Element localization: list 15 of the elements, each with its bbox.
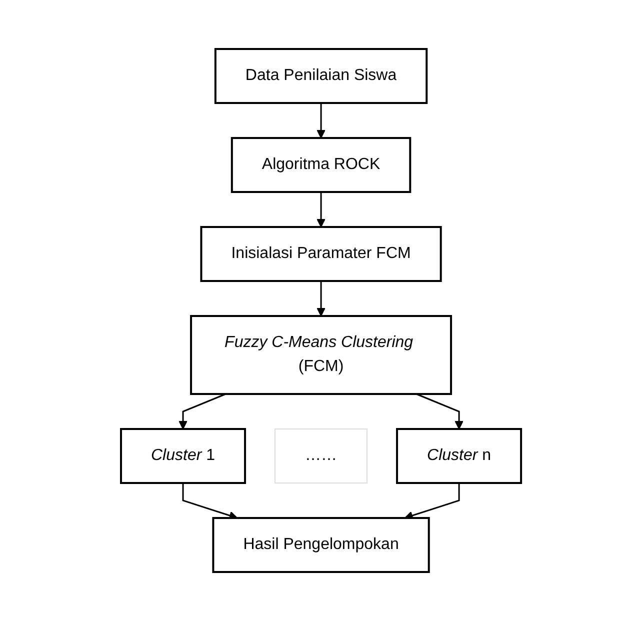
- arrow: [416, 393, 464, 430]
- arrow: [182, 483, 238, 520]
- node-box: Inisialasi Paramater FCM: [200, 226, 442, 282]
- arrow: [179, 393, 227, 430]
- arrow: [317, 281, 326, 316]
- node-box: ……: [275, 428, 368, 484]
- arrow: [404, 483, 460, 520]
- node-box: Cluster n: [396, 428, 523, 484]
- arrow: [317, 192, 326, 228]
- node-box: Data Penilaian Siswa: [214, 48, 428, 104]
- node-box: Algoritma ROCK: [231, 137, 412, 193]
- arrow: [317, 103, 326, 138]
- node-box: Cluster 1: [120, 428, 246, 484]
- node-box: Hasil Pengelompokan: [212, 517, 430, 573]
- node-box: Fuzzy C-Means Clustering (FCM): [190, 315, 452, 395]
